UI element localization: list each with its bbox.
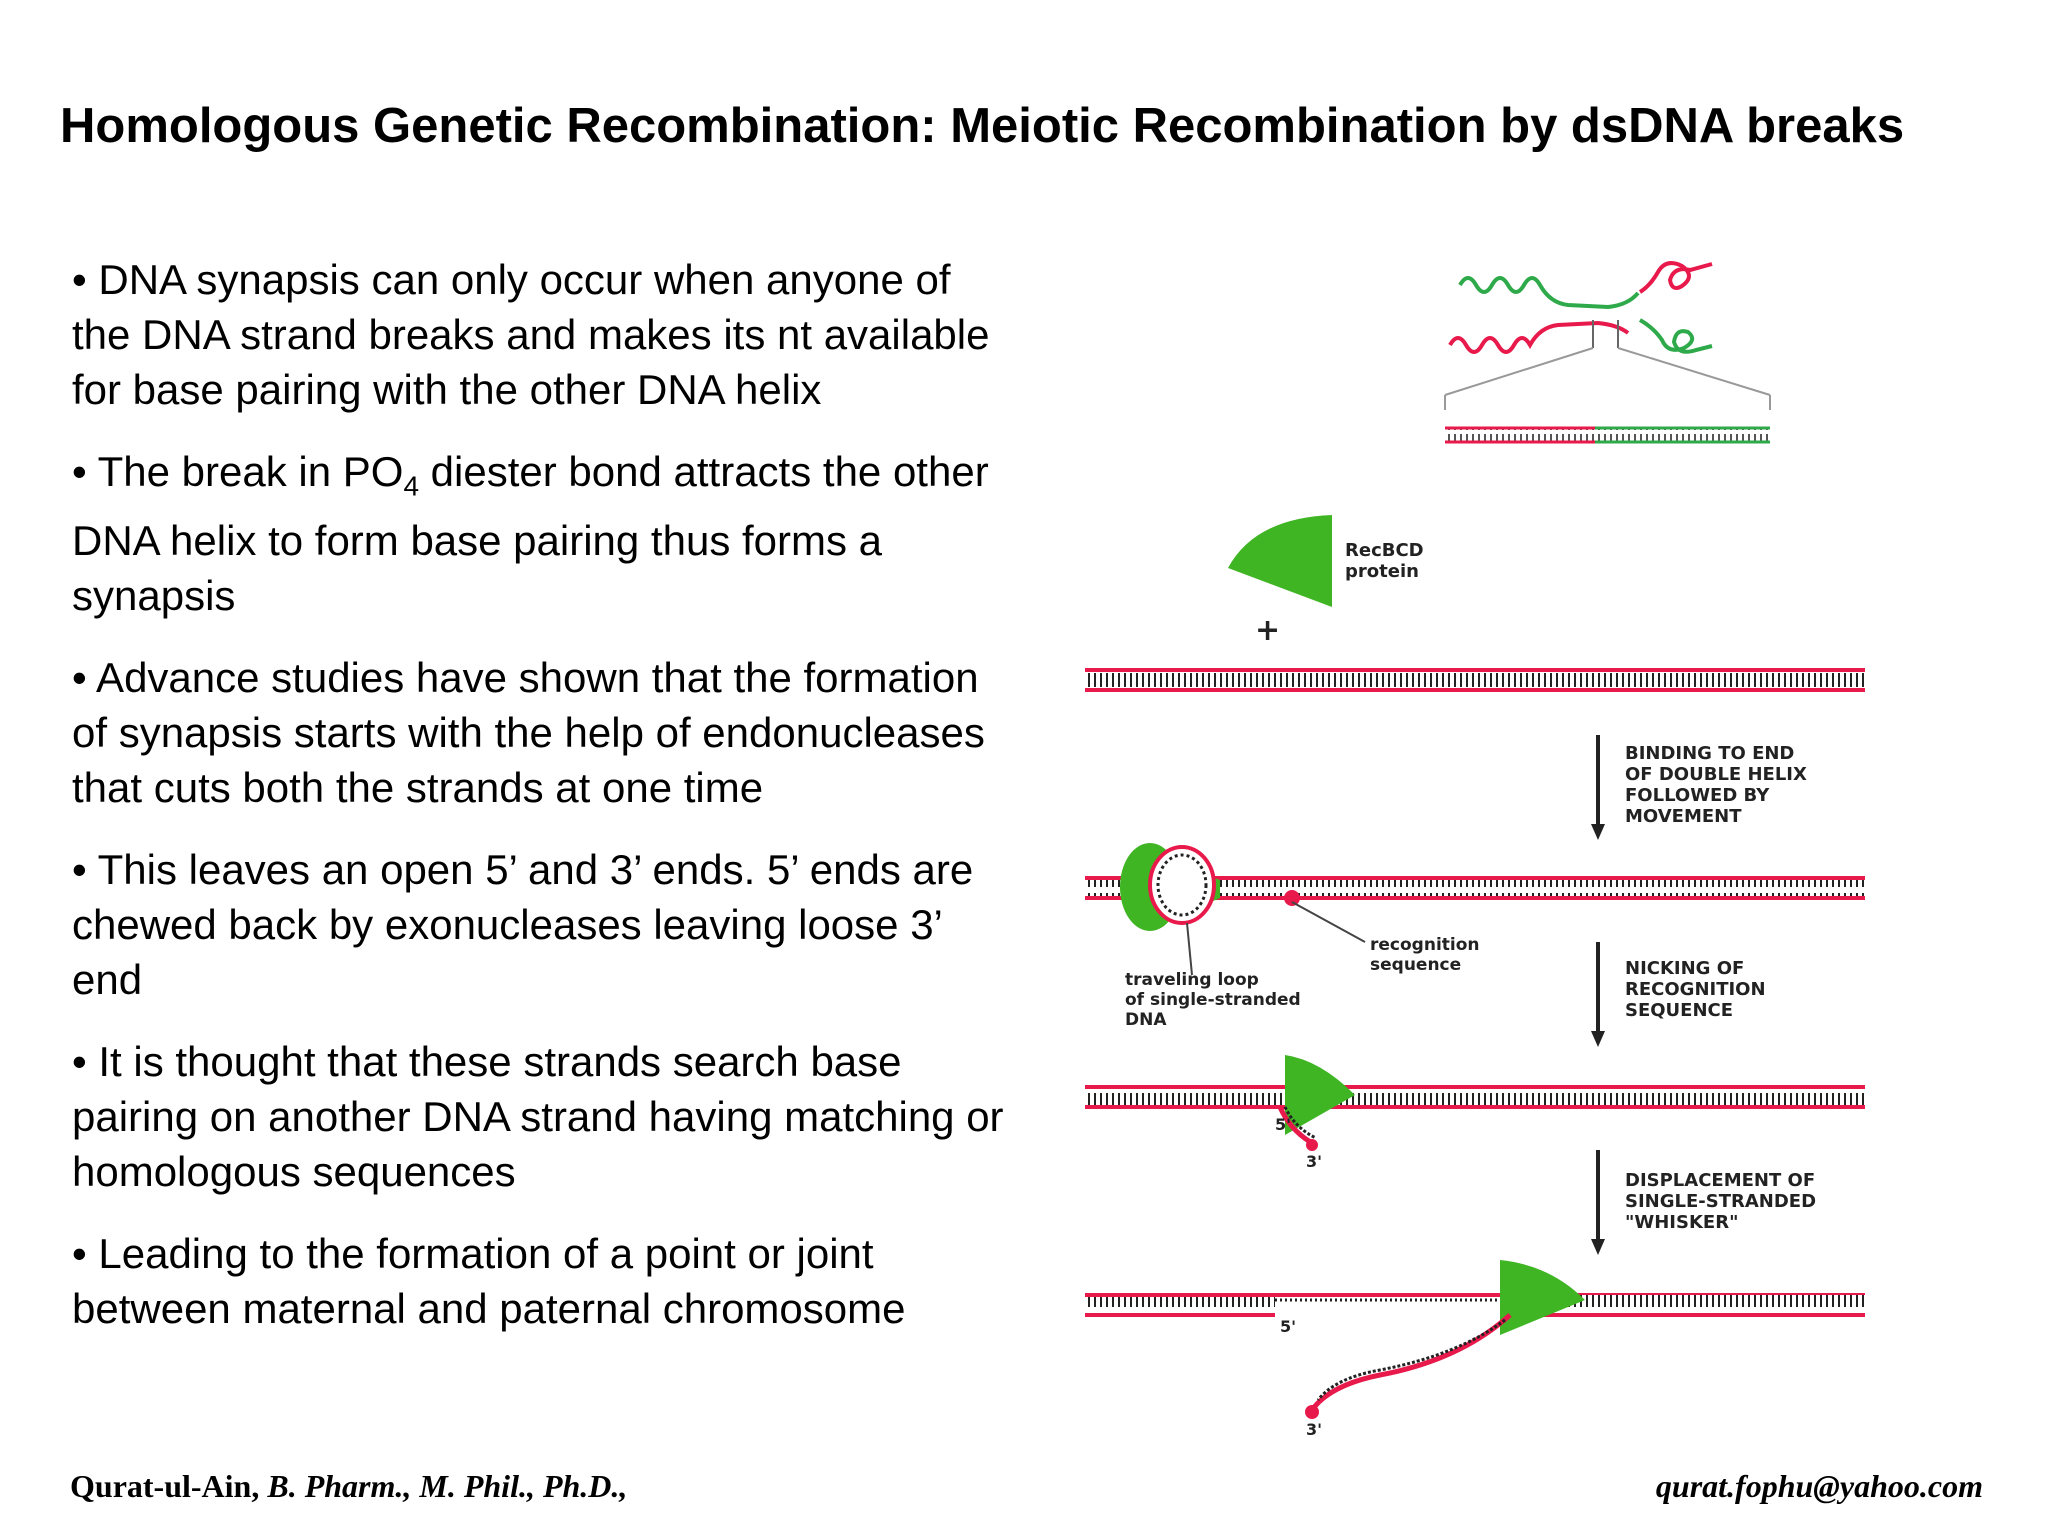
step1-line-2: OF DOUBLE HELIX (1625, 764, 1807, 785)
loop-label-3: DNA (1125, 1010, 1167, 1030)
bullet-6: • Leading to the formation of a point or… (72, 1230, 906, 1333)
step1-line-4: MOVEMENT (1625, 806, 1742, 827)
five-prime-label-row3: 5' (1275, 1115, 1291, 1134)
recbcd-protein-figure: RecBCD protein + (1228, 515, 1424, 648)
slide-title: Homologous Genetic Recombination: Meioti… (60, 99, 1905, 153)
recbcd-diagram: RecBCD protein + BINDING TO END OF DOUBL… (1085, 261, 1865, 1439)
bullet-2: • The break in PO4 diester bond attracts… (72, 444, 1012, 623)
five-prime-label-row4: 5' (1280, 1317, 1296, 1336)
bullet-2-subscript: 4 (403, 470, 420, 502)
chromosome-coils-figure (1444, 261, 1771, 444)
step1-line-1: BINDING TO END (1625, 743, 1794, 764)
author-credentials: B. Pharm., M. Phil., Ph.D., (259, 1468, 628, 1504)
plus-sign: + (1255, 613, 1280, 648)
step-arrow-2: NICKING OF RECOGNITION SEQUENCE (1591, 942, 1766, 1047)
loop-label-2: of single-stranded (1125, 990, 1301, 1010)
author-email: qurat.fophu@yahoo.com (1655, 1468, 1983, 1504)
step-arrow-3: DISPLACEMENT OF SINGLE-STRANDED "WHISKER… (1591, 1150, 1816, 1255)
step2-line-1: NICKING OF (1625, 958, 1744, 979)
step-arrow-1: BINDING TO END OF DOUBLE HELIX FOLLOWED … (1591, 735, 1807, 840)
step3-line-3: "WHISKER" (1625, 1212, 1738, 1233)
dna-row-2: recognition sequence traveling loop of s… (1085, 843, 1865, 1030)
step1-line-3: FOLLOWED BY (1625, 785, 1770, 806)
three-prime-label-row4: 3' (1306, 1420, 1322, 1439)
bullet-1: • DNA synapsis can only occur when anyon… (72, 256, 990, 413)
author-name: Qurat-ul-Ain, (70, 1468, 260, 1504)
bullet-4: • This leaves an open 5’ and 3’ ends. 5’… (72, 846, 974, 1004)
dna-row-3: 5' 3' (1085, 1055, 1865, 1171)
dna-row-1 (1085, 668, 1865, 692)
recognition-site-dot (1284, 890, 1300, 906)
bullet-3: • Advance studies have shown that the fo… (72, 654, 985, 812)
step2-line-2: RECOGNITION (1625, 979, 1766, 1000)
protein-label-2: protein (1345, 561, 1419, 582)
step3-line-1: DISPLACEMENT OF (1625, 1170, 1815, 1191)
step3-line-2: SINGLE-STRANDED (1625, 1191, 1816, 1212)
bullet-2-text-b: diester bond attracts the other DNA heli… (72, 448, 989, 620)
bullet-5: • It is thought that these strands searc… (72, 1038, 1004, 1196)
dna-row-4: 5' 3' (1085, 1260, 1865, 1439)
bullet-list: • DNA synapsis can only occur when anyon… (72, 252, 1012, 1363)
recognition-label-2: sequence (1370, 955, 1461, 975)
bullet-2-text-a: • The break in PO (72, 448, 404, 495)
loop-label-1: traveling loop (1125, 970, 1259, 990)
author-credit: Qurat-ul-Ain, B. Pharm., M. Phil., Ph.D.… (70, 1468, 627, 1505)
three-prime-label-row3: 3' (1306, 1152, 1322, 1171)
protein-label-1: RecBCD (1345, 540, 1424, 561)
recognition-label-1: recognition (1370, 935, 1480, 955)
step2-line-3: SEQUENCE (1625, 1000, 1733, 1021)
